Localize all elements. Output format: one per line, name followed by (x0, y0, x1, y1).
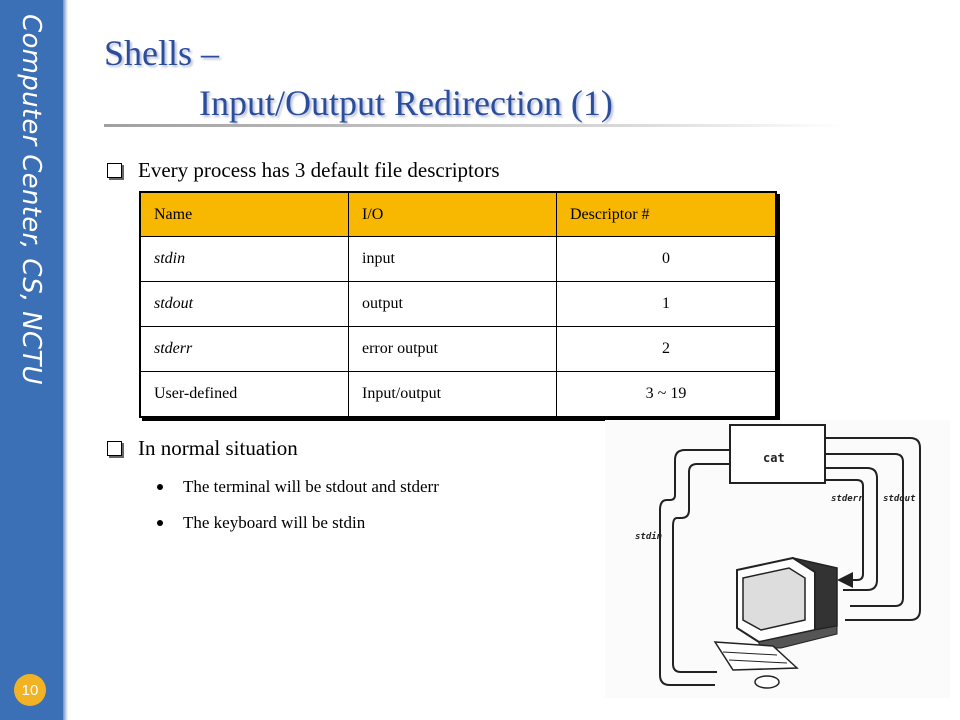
cell-io: Input/output (348, 371, 557, 418)
cell-descriptor: 2 (556, 326, 777, 372)
bullet-text: In normal situation (138, 436, 298, 460)
table-row: User-defined Input/output 3 ~ 19 (139, 371, 777, 418)
stdin-pipe-top-inner (688, 463, 730, 482)
stdin-label: stdin (635, 531, 662, 542)
header-io: I/O (348, 191, 557, 237)
stdout-pipe (825, 437, 921, 621)
io-redirection-diagram: cat stderr stdout stdin (605, 420, 950, 698)
sidebar-edge (63, 0, 68, 720)
file-descriptor-table: Name I/O Descriptor # stdin input 0 stdo… (139, 191, 777, 418)
cell-descriptor: 0 (556, 236, 777, 282)
square-bullet-icon (107, 441, 122, 456)
square-bullet-icon (107, 163, 122, 178)
stderr-label: stderr (831, 494, 864, 504)
stdin-pipe-top (674, 449, 730, 475)
stderr-pipe (825, 467, 878, 591)
sidebar-title: Computer Center, CS, NCTU (16, 14, 46, 385)
sub-bullet-terminal: The terminal will be stdout and stderr (157, 477, 439, 497)
bullet-text: Every process has 3 default file descrip… (138, 158, 500, 182)
slide-title: Shells – Input/Output Redirection (1) (104, 28, 613, 128)
process-box: cat (729, 424, 826, 484)
sub-bullet-text: The terminal will be stdout and stderr (183, 477, 439, 496)
sub-bullet-text: The keyboard will be stdin (183, 513, 366, 532)
stdout-label: stdout (883, 494, 916, 504)
cell-io: error output (348, 326, 557, 372)
slide-title-line1: Shells – (104, 33, 220, 73)
bullet-descriptors: Every process has 3 default file descrip… (104, 158, 500, 183)
stdin-pipe (659, 475, 715, 686)
table-row: stdout output 1 (139, 281, 777, 327)
page-number-badge: 10 (14, 674, 46, 706)
process-label: cat (763, 451, 785, 465)
bullet-normal-situation: In normal situation (104, 436, 298, 461)
cell-name: stdin (139, 236, 349, 282)
title-underline (104, 124, 844, 127)
terminal-computer-icon (713, 556, 838, 689)
cell-name: stderr (139, 326, 349, 372)
dot-bullet-icon (157, 520, 163, 526)
cell-descriptor: 3 ~ 19 (556, 371, 777, 418)
sidebar (0, 0, 63, 720)
dot-bullet-icon (157, 484, 163, 490)
table-header-row: Name I/O Descriptor # (139, 191, 777, 237)
header-name: Name (139, 191, 349, 237)
cell-io: input (348, 236, 557, 282)
header-descriptor: Descriptor # (556, 191, 777, 237)
cell-io: output (348, 281, 557, 327)
cell-descriptor: 1 (556, 281, 777, 327)
cell-name: User-defined (139, 371, 349, 418)
sub-bullet-keyboard: The keyboard will be stdin (157, 513, 365, 533)
table-row: stderr error output 2 (139, 326, 777, 372)
stdin-pipe-inner (672, 482, 717, 673)
table-row: stdin input 0 (139, 236, 777, 282)
slide-title-line2: Input/Output Redirection (1) (199, 83, 613, 123)
cell-name: stdout (139, 281, 349, 327)
stderr-pipe-inner (825, 479, 864, 588)
stdout-pipe-inner (825, 453, 904, 607)
